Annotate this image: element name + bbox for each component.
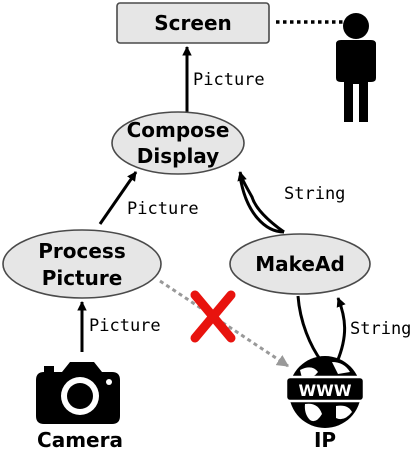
camera-label: Camera (37, 428, 123, 450)
globe-www-icon: WWW (284, 356, 366, 428)
compose-label-line2: Display (137, 144, 219, 168)
process-label-line1: Process (38, 239, 126, 263)
compose-label-line1: Compose (127, 118, 230, 142)
screen-node: Screen (116, 2, 270, 44)
edge-ip-to-makead-loop (296, 295, 324, 363)
edge-label-process-to-compose: Picture (127, 199, 199, 219)
edge-makead-to-compose (237, 171, 285, 234)
camera-icon (36, 362, 120, 424)
compose-display-node: Compose Display (111, 111, 245, 175)
red-x-icon (190, 290, 236, 343)
person-icon (336, 13, 376, 122)
ip-label: IP (314, 428, 336, 450)
edge-ip-to-makead (335, 297, 347, 363)
makead-label: MakeAd (255, 252, 345, 276)
edge-label-camera-to-process: Picture (89, 316, 161, 336)
edge-makead-to-compose-loop (238, 175, 285, 234)
edge-label-compose-to-screen: Picture (193, 70, 265, 90)
makead-node: MakeAd (229, 233, 371, 295)
process-label-line2: Picture (42, 266, 123, 290)
edge-process-to-compose (98, 171, 138, 225)
edge-label-makead-to-compose: String (284, 184, 345, 204)
process-picture-node: Process Picture (2, 229, 162, 299)
edge-label-ip-to-makead: String (350, 319, 411, 339)
screen-label: Screen (154, 11, 232, 35)
www-label: WWW (299, 381, 352, 400)
